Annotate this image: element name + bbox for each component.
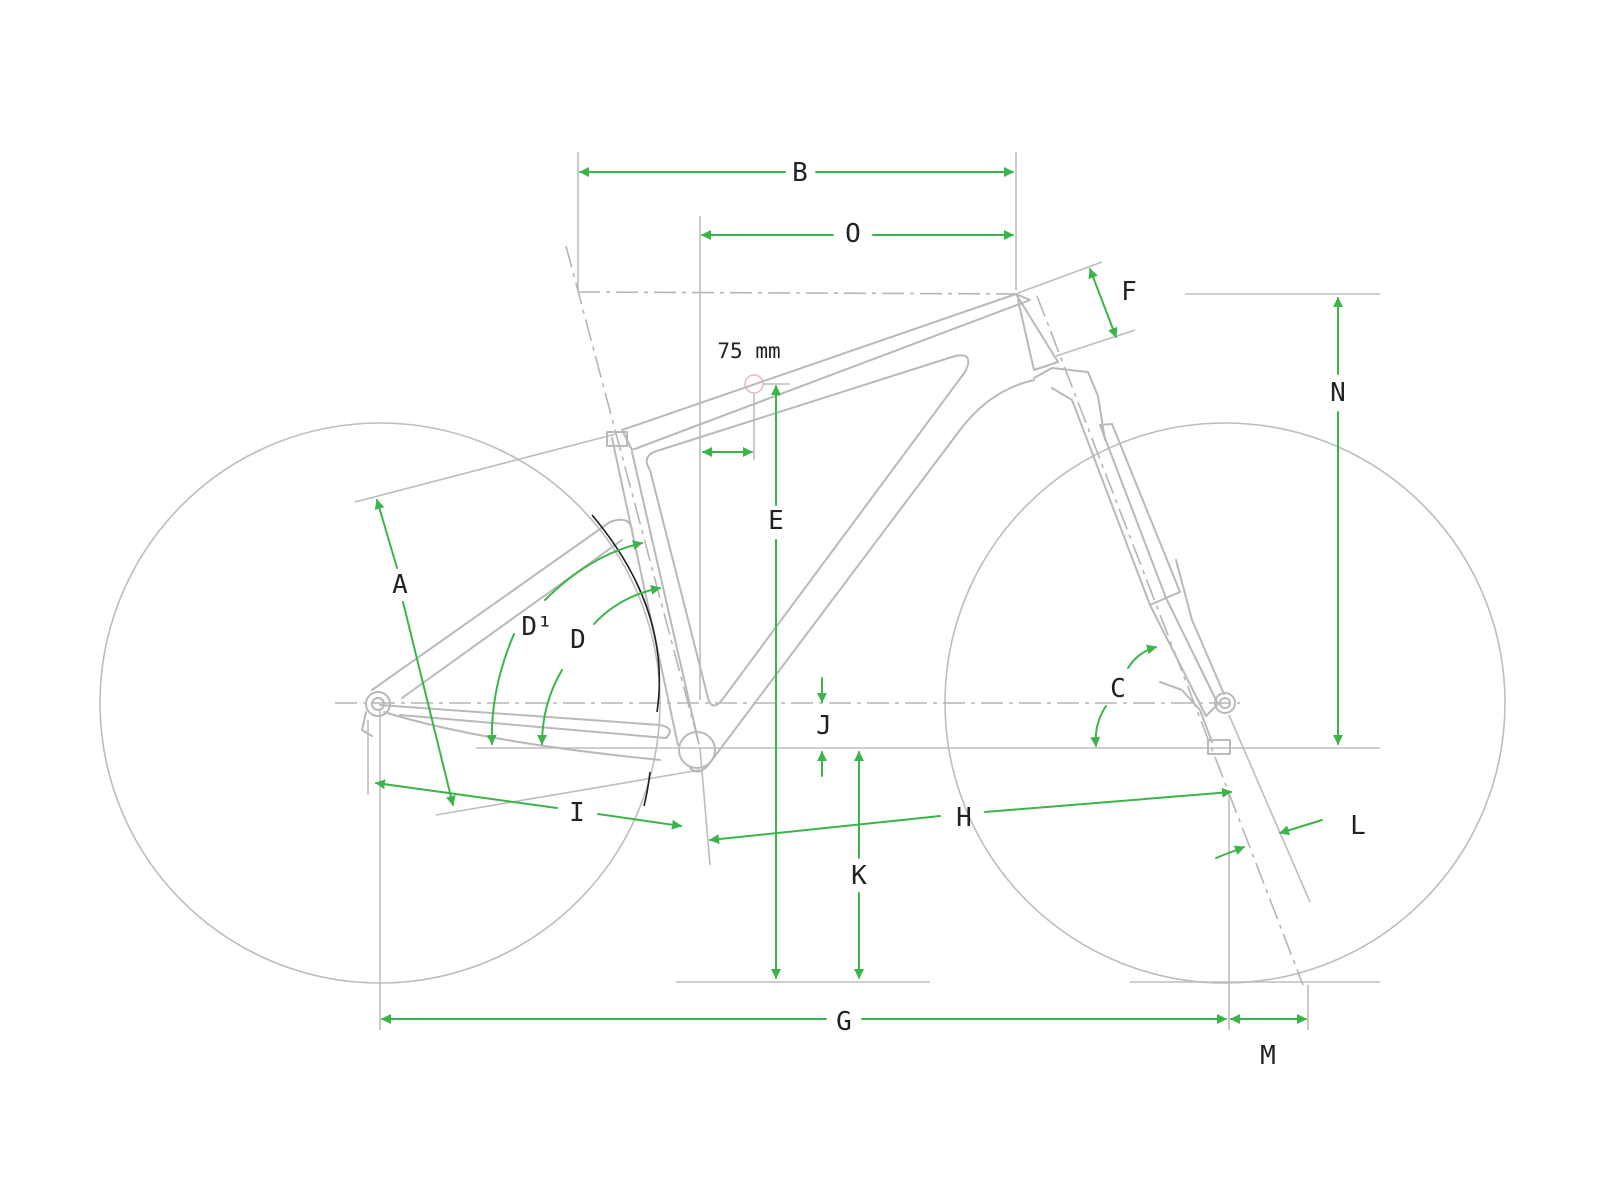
seat-angle-arc-lower	[643, 771, 651, 807]
label-G: G	[836, 1007, 852, 1037]
seat-angle-arc	[591, 514, 661, 713]
label-I: I	[569, 798, 585, 828]
front-fork	[1033, 367, 1236, 755]
label-H: H	[956, 803, 972, 833]
label-M: M	[1260, 1041, 1276, 1071]
label-D: D	[570, 625, 586, 655]
bike-frame	[361, 293, 1059, 773]
label-E: E	[768, 506, 784, 536]
label-O: O	[845, 219, 861, 249]
reference-lines	[335, 152, 1380, 1030]
label-L: L	[1350, 811, 1366, 841]
label-F: F	[1121, 277, 1137, 307]
label-N: N	[1330, 378, 1346, 408]
label-J: J	[816, 711, 832, 741]
label-A: A	[392, 570, 408, 600]
label-K: K	[851, 861, 867, 891]
label-B: B	[792, 158, 808, 188]
label-D1: D¹	[521, 612, 552, 642]
label-C: C	[1110, 674, 1126, 704]
label-75mm: 75 mm	[717, 339, 780, 363]
dimension-arrows	[374, 167, 1343, 1024]
